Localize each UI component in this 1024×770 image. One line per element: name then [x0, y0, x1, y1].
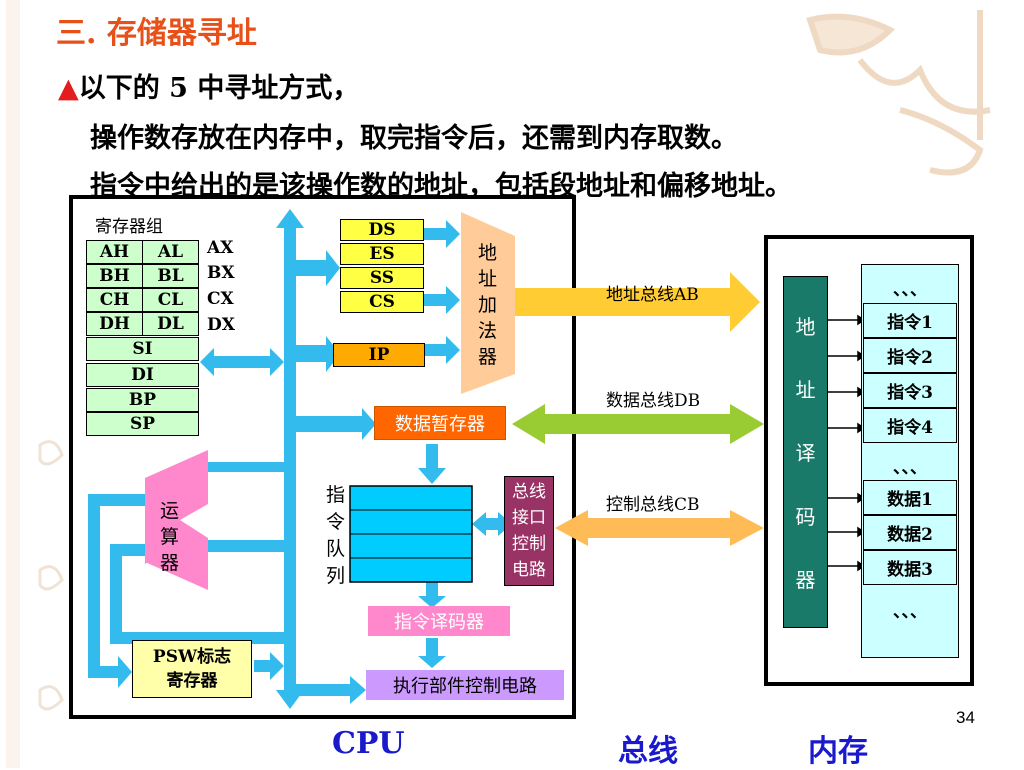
memory-cell-instr3: 指令3 — [863, 373, 957, 408]
address-adder-shape — [461, 212, 515, 394]
memory-cell-ellipsis-bottom: 、、、 — [863, 592, 957, 627]
exec-control-circuit: 执行部件控制电路 — [366, 670, 564, 700]
memory-address-decoder: 地址译码器 — [783, 276, 828, 628]
reg-bx-label: BX — [207, 263, 235, 283]
reg-dl: DL — [142, 312, 199, 336]
page-number: 34 — [956, 708, 975, 727]
cpu-frame — [69, 195, 576, 719]
alu-label: 运算器 — [160, 500, 180, 574]
instruction-queue-label: 指令队列 — [326, 484, 346, 587]
psw-register: PSW标志寄存器 — [132, 640, 252, 698]
reg-ds: DS — [340, 219, 424, 241]
bullet-line: ▲以下的 5 中寻址方式， — [58, 66, 359, 105]
reg-ax-label: AX — [207, 238, 234, 258]
reg-si: SI — [86, 337, 199, 361]
decoder-arrows — [828, 314, 866, 572]
reg-cl: CL — [142, 288, 199, 312]
address-adder-label: 地址加法器 — [478, 242, 498, 368]
address-bus-arrow — [515, 272, 760, 332]
memory-cell-data2: 数据2 — [863, 515, 957, 550]
control-bus-arrow — [555, 510, 764, 546]
reg-di: DI — [86, 363, 199, 387]
register-group-label: 寄存器组 — [95, 217, 163, 237]
reg-ip: IP — [333, 343, 425, 367]
reg-al: AL — [142, 240, 199, 264]
reg-bl: BL — [142, 264, 199, 288]
caption-bus: 总线 — [618, 734, 678, 769]
reg-cx-label: CX — [207, 289, 234, 309]
triangle-bullet-icon: ▲ — [58, 73, 79, 104]
line1-text: 以下的 5 中寻址方式， — [78, 73, 360, 104]
control-bus-label: 控制总线CB — [606, 495, 700, 515]
data-bus-arrow — [512, 404, 764, 444]
memory-cell-data3: 数据3 — [863, 550, 957, 585]
memory-cell-ellipsis-top: 、、、 — [863, 270, 957, 305]
reg-dh: DH — [86, 312, 143, 336]
memory-cell-instr4: 指令4 — [863, 408, 957, 443]
memory-frame — [764, 235, 974, 686]
memory-cell-instr1: 指令1 — [863, 303, 957, 338]
address-bus-label: 地址总线AB — [606, 285, 699, 305]
reg-sp: SP — [86, 412, 199, 436]
reg-dx-label: DX — [207, 315, 235, 335]
data-temp-register: 数据暂存器 — [374, 406, 506, 440]
data-bus-label: 数据总线DB — [606, 391, 701, 411]
alu-shape — [145, 450, 208, 590]
memory-cell-instr2: 指令2 — [863, 338, 957, 373]
reg-bp: BP — [86, 388, 199, 412]
memory-cell-data1: 数据1 — [863, 480, 957, 515]
reg-bh: BH — [86, 264, 143, 288]
reg-es: ES — [340, 243, 424, 265]
caption-memory: 内存 — [808, 734, 868, 769]
bus-interface-control: 总线接口控制电路 — [504, 476, 554, 586]
reg-ch: CH — [86, 288, 143, 312]
instruction-decoder: 指令译码器 — [368, 606, 510, 636]
caption-cpu: CPU — [332, 726, 405, 761]
reg-ah: AH — [86, 240, 143, 264]
instruction-queue-box — [349, 485, 473, 583]
reg-cs: CS — [340, 291, 424, 313]
memory-cell-ellipsis-mid: 、、、 — [863, 448, 957, 483]
line2-text: 操作数存放在内存中，取完指令后，还需到内存取数。 — [90, 123, 738, 154]
slide-title: 三. 存储器寻址 — [56, 16, 257, 51]
reg-ss: SS — [340, 267, 424, 289]
